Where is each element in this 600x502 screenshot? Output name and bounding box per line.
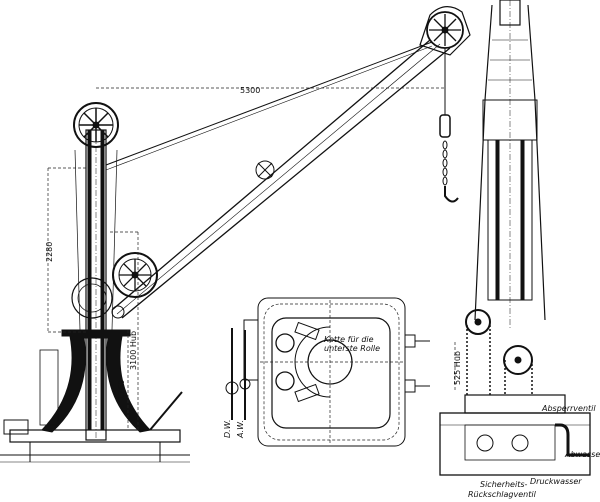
side-elevation-crane xyxy=(0,6,471,463)
label-check-valve-line2: Rückschlagventil xyxy=(468,490,537,499)
label-waste-water-outlet: Abwasser xyxy=(564,450,600,459)
column-pulley xyxy=(71,277,113,319)
label-pressure-water-inlet: Druckwasser xyxy=(530,477,582,486)
dim-column-height: 2280 xyxy=(45,242,54,262)
label-check-valve-line1: Sicherheits- xyxy=(480,480,528,489)
dim-lift-stroke-left: 3100 Hub xyxy=(129,331,138,370)
dim-boom-reach: 5300 xyxy=(240,86,260,95)
lift-pulley-right xyxy=(503,345,533,375)
label-shutoff-valve: Absperrventil xyxy=(541,404,596,413)
top-pulley xyxy=(73,102,119,148)
boom-head-pulley xyxy=(419,6,471,56)
chain-note-line2: unterste Rolle xyxy=(324,344,380,353)
dim-lift-stroke-right: 525 Hub xyxy=(453,351,462,385)
chain-note-line1: Kette für die xyxy=(324,335,374,344)
tie-rod xyxy=(105,41,433,180)
control-valve xyxy=(39,349,59,426)
label-pressure-water: D.W. xyxy=(223,419,232,438)
mast-wall-left xyxy=(87,129,92,431)
hook-chain xyxy=(439,48,459,203)
front-elevation-crane xyxy=(439,0,591,476)
crane-base xyxy=(0,329,190,463)
lift-pulley-left xyxy=(465,309,491,335)
boom-pulley xyxy=(112,252,158,298)
boom xyxy=(111,39,451,319)
plan-view xyxy=(225,297,430,447)
hook-icon xyxy=(444,186,459,203)
label-waste-water: A.W. xyxy=(236,420,245,439)
dim-base-height: 1760 xyxy=(117,380,126,400)
